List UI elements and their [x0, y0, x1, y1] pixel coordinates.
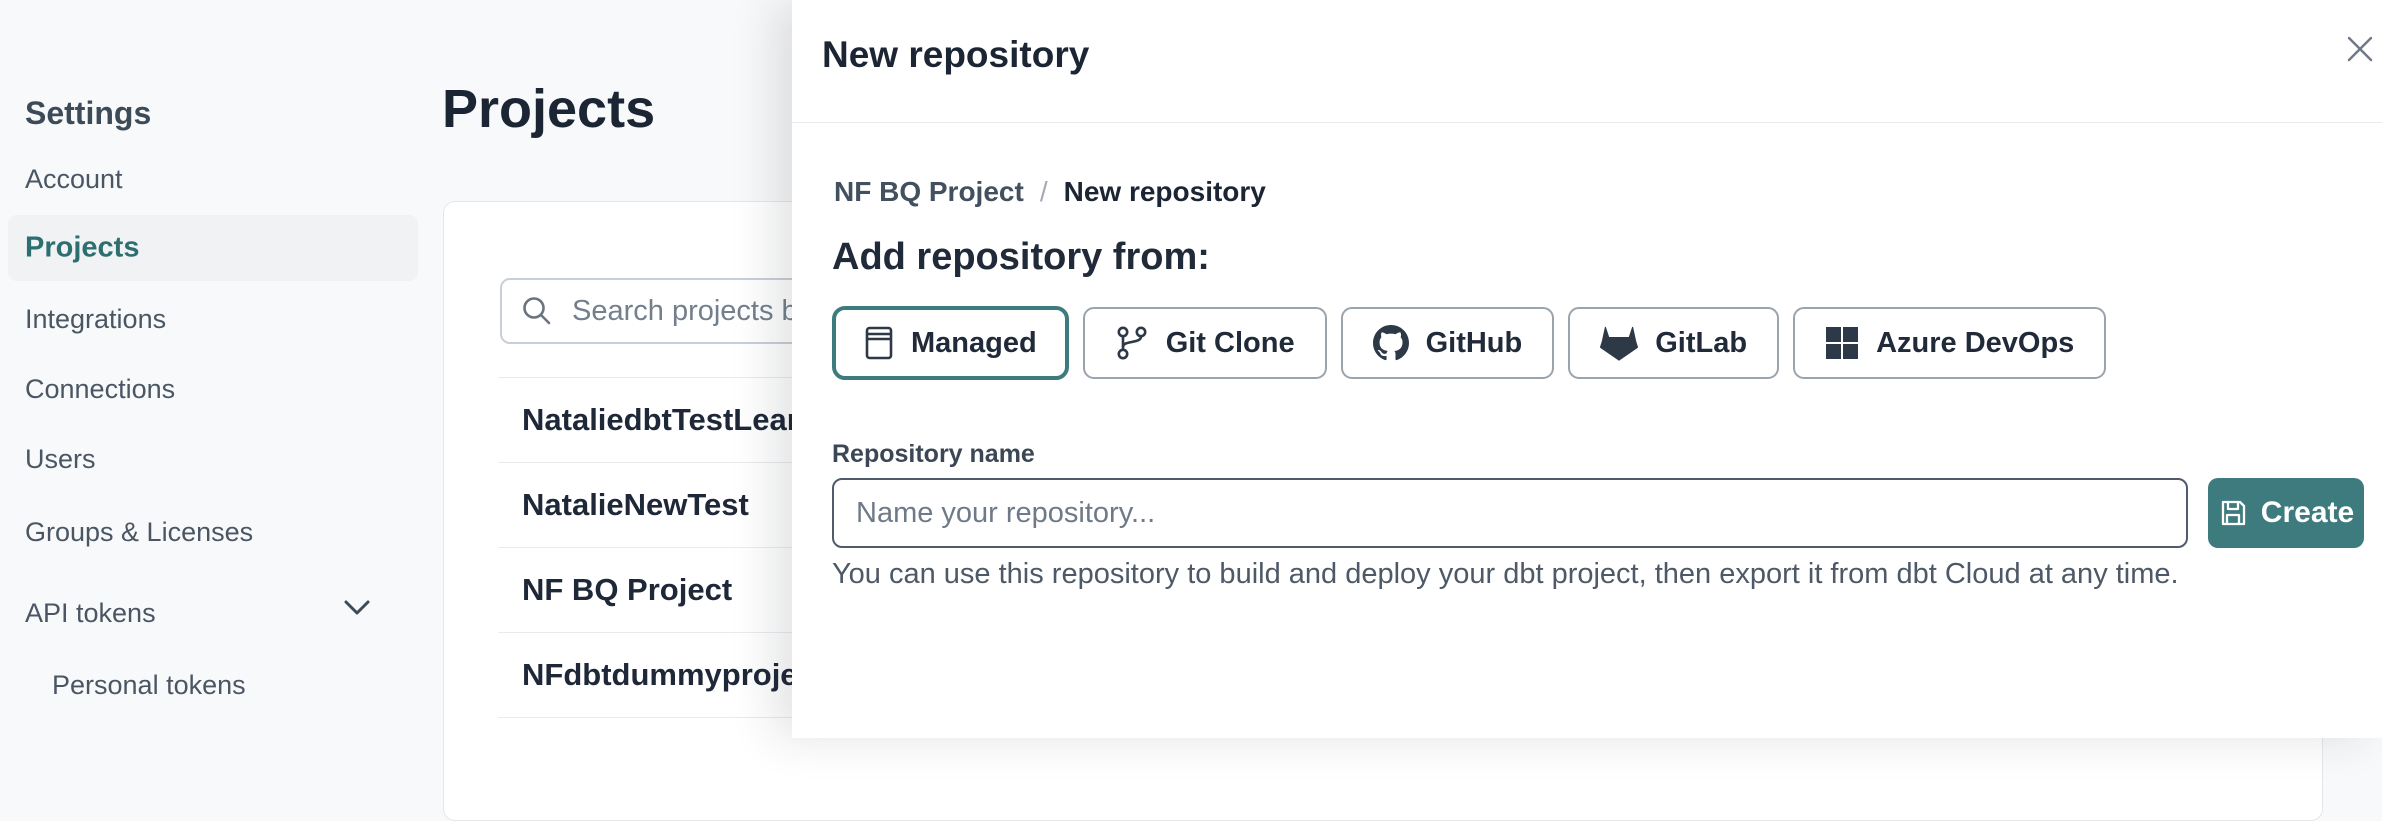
source-option-azure-devops[interactable]: Azure DevOps [1793, 307, 2107, 379]
breadcrumb-parent[interactable]: NF BQ Project [834, 176, 1024, 207]
managed-repo-icon [865, 326, 893, 360]
repository-name-label: Repository name [832, 440, 1035, 468]
settings-sidebar: Settings Account Projects Integrations C… [0, 0, 440, 738]
sidebar-item-connections[interactable]: Connections [25, 374, 176, 404]
chevron-down-icon[interactable] [343, 599, 371, 617]
source-option-git-clone[interactable]: Git Clone [1082, 307, 1327, 379]
project-name: NF BQ Project [522, 572, 733, 607]
source-option-gitlab[interactable]: GitLab [1568, 307, 1780, 379]
sidebar-item-integrations[interactable]: Integrations [25, 304, 167, 334]
source-option-github[interactable]: GitHub [1340, 307, 1555, 379]
project-name: NFdbtdummyproject [522, 657, 826, 692]
modal-header-divider [792, 122, 2382, 123]
project-name: NatalieNewTest [522, 487, 749, 522]
source-option-label: GitHub [1425, 326, 1523, 359]
source-option-label: GitLab [1655, 326, 1748, 359]
sidebar-item-label: Projects [25, 231, 140, 264]
source-option-label: Managed [911, 326, 1037, 359]
search-icon [523, 297, 551, 325]
azure-devops-icon [1826, 327, 1859, 359]
save-icon [2221, 500, 2245, 526]
sidebar-item-projects[interactable]: Projects [8, 215, 418, 281]
create-button[interactable]: Create [2208, 478, 2364, 548]
source-option-managed[interactable]: Managed [832, 306, 1069, 380]
repository-helper-text: You can use this repository to build and… [832, 558, 2179, 590]
sidebar-item-users[interactable]: Users [25, 444, 96, 474]
repository-name-input[interactable] [832, 478, 2188, 548]
breadcrumb-current: New repository [1063, 176, 1266, 207]
sidebar-item-personal-tokens[interactable]: Personal tokens [52, 670, 246, 700]
sidebar-item-groups-licenses[interactable]: Groups & Licenses [25, 517, 254, 547]
page-title: Projects [442, 79, 656, 139]
repository-source-options: Managed Git Clone GitHub GitLab [832, 306, 2107, 380]
sidebar-heading: Settings [25, 95, 152, 131]
source-option-label: Git Clone [1165, 326, 1295, 359]
git-branch-icon [1117, 326, 1147, 360]
sidebar-item-account[interactable]: Account [25, 164, 123, 194]
breadcrumb: NF BQ Project / New repository [834, 176, 1266, 208]
new-repository-modal: New repository NF BQ Project / New repos… [792, 0, 2382, 738]
section-heading: Add repository from: [832, 236, 1210, 278]
create-button-label: Create [2260, 496, 2355, 529]
breadcrumb-separator: / [1039, 176, 1048, 207]
source-option-label: Azure DevOps [1876, 326, 2075, 359]
sidebar-item-api-tokens[interactable]: API tokens [25, 598, 156, 628]
github-icon [1372, 325, 1409, 361]
modal-title: New repository [822, 34, 1090, 75]
gitlab-icon [1600, 326, 1639, 361]
close-icon [2347, 36, 2373, 62]
close-button[interactable] [2338, 27, 2382, 71]
project-name: NataliedbtTestLearn T [522, 402, 846, 437]
